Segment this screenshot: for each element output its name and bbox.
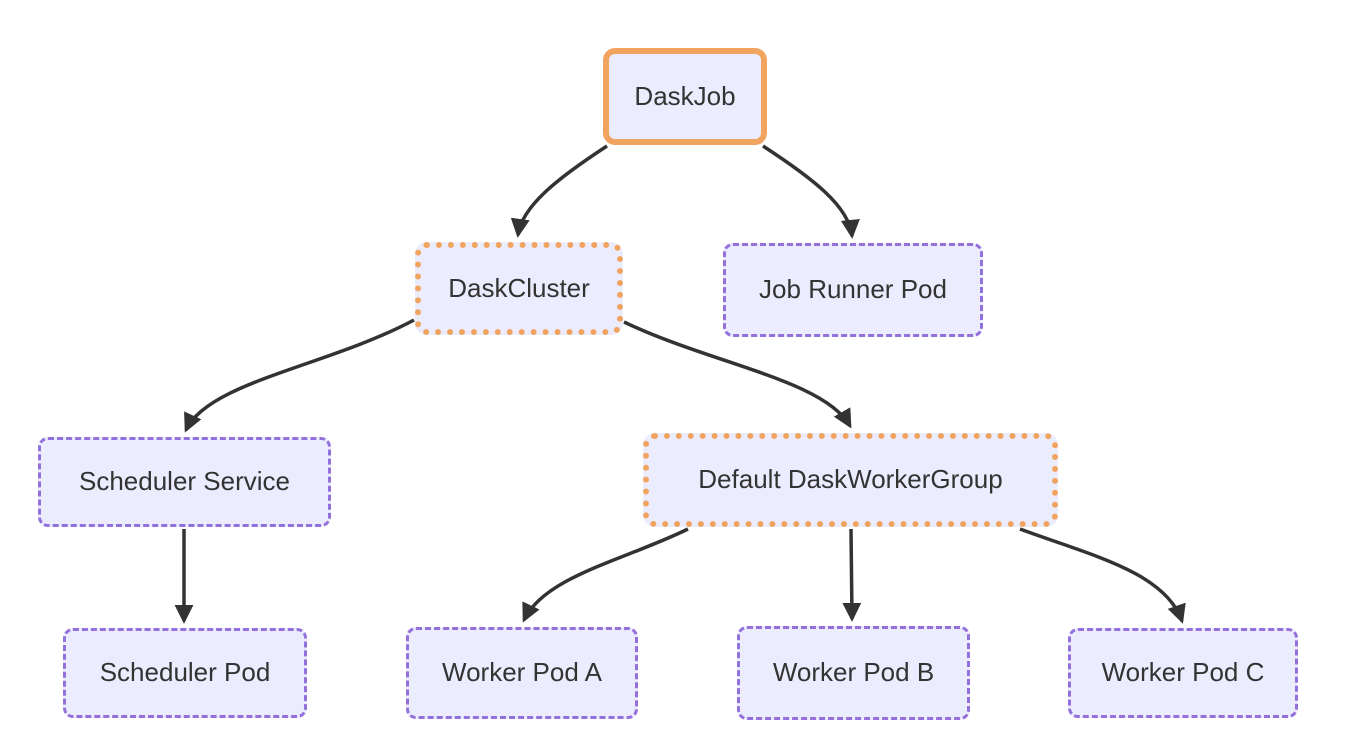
node-workerpoda: Worker Pod A: [406, 627, 638, 719]
edge-workergroup-to-workerpodb: [842, 528, 862, 622]
node-workergroup: Default DaskWorkerGroup: [643, 433, 1058, 527]
node-workerpodb: Worker Pod B: [737, 626, 970, 720]
node-label: Default DaskWorkerGroup: [698, 464, 1003, 495]
edge-daskcluster-to-workergroup: [623, 320, 852, 429]
node-label: Worker Pod B: [772, 657, 935, 688]
node-label: Scheduler Service: [79, 466, 290, 497]
edge-workergroup-to-workerpoda: [522, 527, 689, 623]
edge-daskcluster-to-schedulerservice: [184, 318, 415, 433]
node-label: Worker Pod A: [442, 657, 602, 688]
edge-workergroup-to-workerpodc: [1019, 527, 1186, 624]
node-label: Scheduler Pod: [99, 657, 271, 688]
node-daskcluster: DaskCluster: [415, 242, 623, 335]
node-daskjob: DaskJob: [603, 48, 767, 145]
node-schedulerpod: Scheduler Pod: [63, 628, 307, 718]
edge-daskjob-to-daskcluster: [510, 144, 608, 238]
node-label: DaskCluster: [448, 272, 590, 303]
node-jobrunnerpod: Job Runner Pod: [723, 243, 983, 337]
node-label: DaskJob: [634, 80, 736, 111]
edge-daskjob-to-jobrunnerpod: [762, 144, 860, 239]
node-label: Job Runner Pod: [759, 274, 947, 305]
node-workerpodc: Worker Pod C: [1068, 628, 1298, 718]
node-schedulerservice: Scheduler Service: [38, 437, 331, 527]
node-label: Worker Pod C: [1101, 657, 1265, 688]
